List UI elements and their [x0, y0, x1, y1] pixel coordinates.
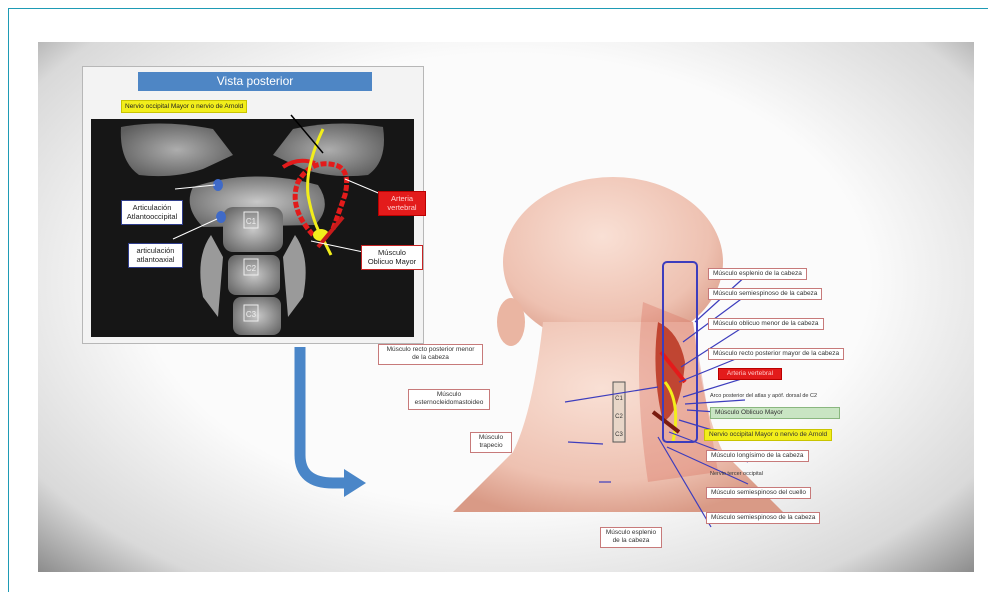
vertebra-c3: C3: [246, 310, 257, 319]
label-semiespinoso-cuello: Músculo semiespinoso del cuello: [706, 487, 811, 499]
label-recto-menor: Músculo recto posterior menor de la cabe…: [378, 344, 483, 365]
svg-text:C1: C1: [615, 396, 623, 402]
label-tercer-occipital: Nervio tercer occipital: [710, 471, 763, 478]
label-recto-mayor: Músculo recto posterior mayor de la cabe…: [708, 348, 844, 360]
ct-label-atlanto-occipital: Articulación Atlantooccipital: [121, 200, 183, 225]
curved-arrow-icon: [288, 345, 368, 495]
label-nervio-arnold: Nervio occipital Mayor o nervio de Arnol…: [704, 429, 832, 441]
neck-illustration: C1 C2 C3: [453, 182, 873, 562]
label-longisimo: Músculo longísimo de la cabeza: [706, 450, 809, 462]
ct-label-oblique: Músculo Oblicuo Mayor: [361, 245, 423, 270]
label-trapecio: Músculo trapecio: [470, 432, 512, 453]
svg-text:C2: C2: [615, 414, 623, 420]
ct-panel: Vista posterior Nervio occipital Mayor o…: [82, 66, 424, 344]
ct-label-artery: Arteria vertebral: [378, 191, 426, 216]
label-oblicuo-mayor: Músculo Oblicuo Mayor: [710, 407, 840, 419]
label-oblicuo-menor: Músculo oblicuo menor de la cabeza: [708, 318, 824, 330]
svg-text:C3: C3: [615, 432, 623, 438]
ct-label-atlanto-axial: articulación atlantoaxial: [128, 243, 183, 268]
label-semiespinoso-cabeza-2: Músculo semiespinoso de la cabeza: [706, 512, 820, 524]
label-arteria: Arteria vertebral: [718, 368, 782, 380]
label-esplenio-cabeza: Músculo esplenio de la cabeza: [600, 527, 662, 548]
vertebra-c1: C1: [246, 217, 257, 226]
label-esternocleido: Músculo esternocleidomastoideo: [408, 389, 490, 410]
vertebra-c2: C2: [246, 264, 257, 273]
label-arco-posterior: Arco posterior del atlas y apóf. dorsal …: [710, 393, 817, 400]
label-semiespinoso: Músculo semiespinoso de la cabeza: [708, 288, 822, 300]
slide: Vista posterior Nervio occipital Mayor o…: [38, 42, 974, 572]
label-esplenio: Músculo esplenio de la cabeza: [708, 268, 807, 280]
